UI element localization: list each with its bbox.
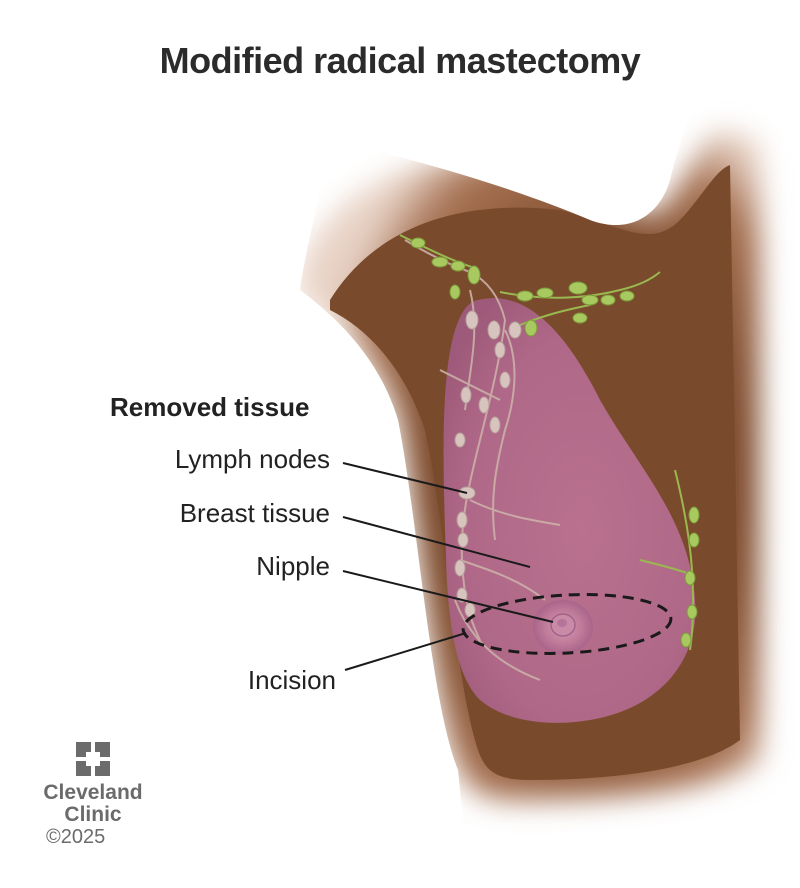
copyright-notice: ©2025	[46, 826, 106, 848]
cleveland-clinic-logo: Cleveland Clinic	[38, 742, 148, 826]
label-nipple: Nipple	[256, 551, 330, 581]
cleveland-clinic-logo-icon	[76, 742, 110, 776]
legend-heading: Removed tissue	[110, 392, 310, 422]
label-lymph-nodes: Lymph nodes	[174, 444, 330, 474]
page-title: Modified radical mastectomy	[159, 40, 641, 81]
logo-name-line2: Clinic	[64, 803, 122, 826]
label-incision: Incision	[247, 665, 336, 695]
lymph-vessels	[404, 239, 561, 681]
lymph-nodes-green	[410, 237, 700, 648]
leader-line-breast-tissue	[342, 516, 531, 568]
arm-background	[0, 0, 470, 888]
incision-outline	[461, 593, 673, 655]
lymph-nodes-pale	[454, 310, 522, 618]
leader-line-nipple	[342, 570, 554, 623]
leader-lines	[342, 462, 554, 671]
logo-name-line1: Cleveland	[43, 781, 143, 804]
label-breast-tissue: Breast tissue	[179, 498, 330, 528]
nipple	[533, 600, 593, 654]
breast-tissue	[443, 298, 696, 723]
leader-line-lymph-nodes	[342, 462, 468, 494]
leader-line-incision	[344, 632, 467, 671]
armpit-background	[330, 0, 800, 226]
